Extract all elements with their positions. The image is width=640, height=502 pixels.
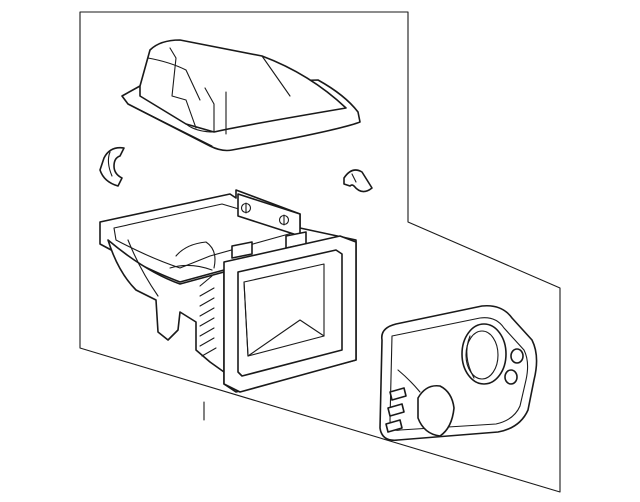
inlet-duct <box>379 304 538 442</box>
clip-left <box>99 146 125 187</box>
background-panel <box>79 11 561 493</box>
clip-right <box>343 169 373 193</box>
air-cleaner-cover <box>121 39 361 152</box>
air-cleaner-housing <box>99 189 357 393</box>
